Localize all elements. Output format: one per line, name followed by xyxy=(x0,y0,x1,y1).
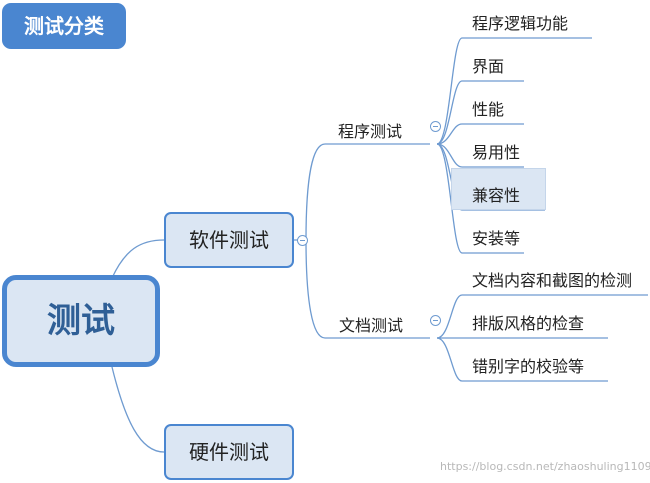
link-doc-leaf-1 xyxy=(436,294,648,339)
leaf-node[interactable]: 文档内容和截图的检测 xyxy=(472,271,633,290)
leaf-node[interactable]: 程序逻辑功能 xyxy=(472,14,569,33)
link-root-hardware xyxy=(111,366,165,453)
leaf-node[interactable]: 性能 xyxy=(472,100,505,119)
link-software-doc xyxy=(305,239,430,339)
leaf-node[interactable]: 安装等 xyxy=(472,229,521,248)
node-program-testing[interactable]: 程序测试 xyxy=(338,122,403,141)
leaf-node[interactable]: 排版风格的检查 xyxy=(472,314,585,333)
root-node[interactable]: 测试 xyxy=(2,275,160,367)
link-program-leaf-2 xyxy=(436,80,524,145)
link-software-program xyxy=(294,143,430,241)
leaf-node[interactable]: 错别字的校验等 xyxy=(472,357,585,376)
leaf-node[interactable]: 界面 xyxy=(472,57,505,76)
category-badge: 测试分类 xyxy=(2,3,126,49)
link-root-software xyxy=(111,239,165,279)
watermark-text: https://blog.csdn.net/zhaoshuling1109 xyxy=(440,460,650,473)
selected-node-highlight xyxy=(451,168,546,210)
link-program-leaf-4 xyxy=(436,143,524,168)
collapse-toggle-icon[interactable] xyxy=(430,121,441,132)
node-document-testing[interactable]: 文档测试 xyxy=(339,316,404,335)
leaf-node[interactable]: 易用性 xyxy=(472,143,521,162)
link-doc-leaf-3 xyxy=(436,337,608,382)
collapse-toggle-icon[interactable] xyxy=(297,235,308,246)
collapse-toggle-icon[interactable] xyxy=(430,315,441,326)
node-hardware-testing[interactable]: 硬件测试 xyxy=(164,424,294,480)
leaf-node-selected[interactable]: 兼容性 xyxy=(472,186,521,205)
link-program-leaf-3 xyxy=(436,123,524,145)
node-software-testing[interactable]: 软件测试 xyxy=(164,212,294,268)
link-program-leaf-1 xyxy=(436,37,592,145)
